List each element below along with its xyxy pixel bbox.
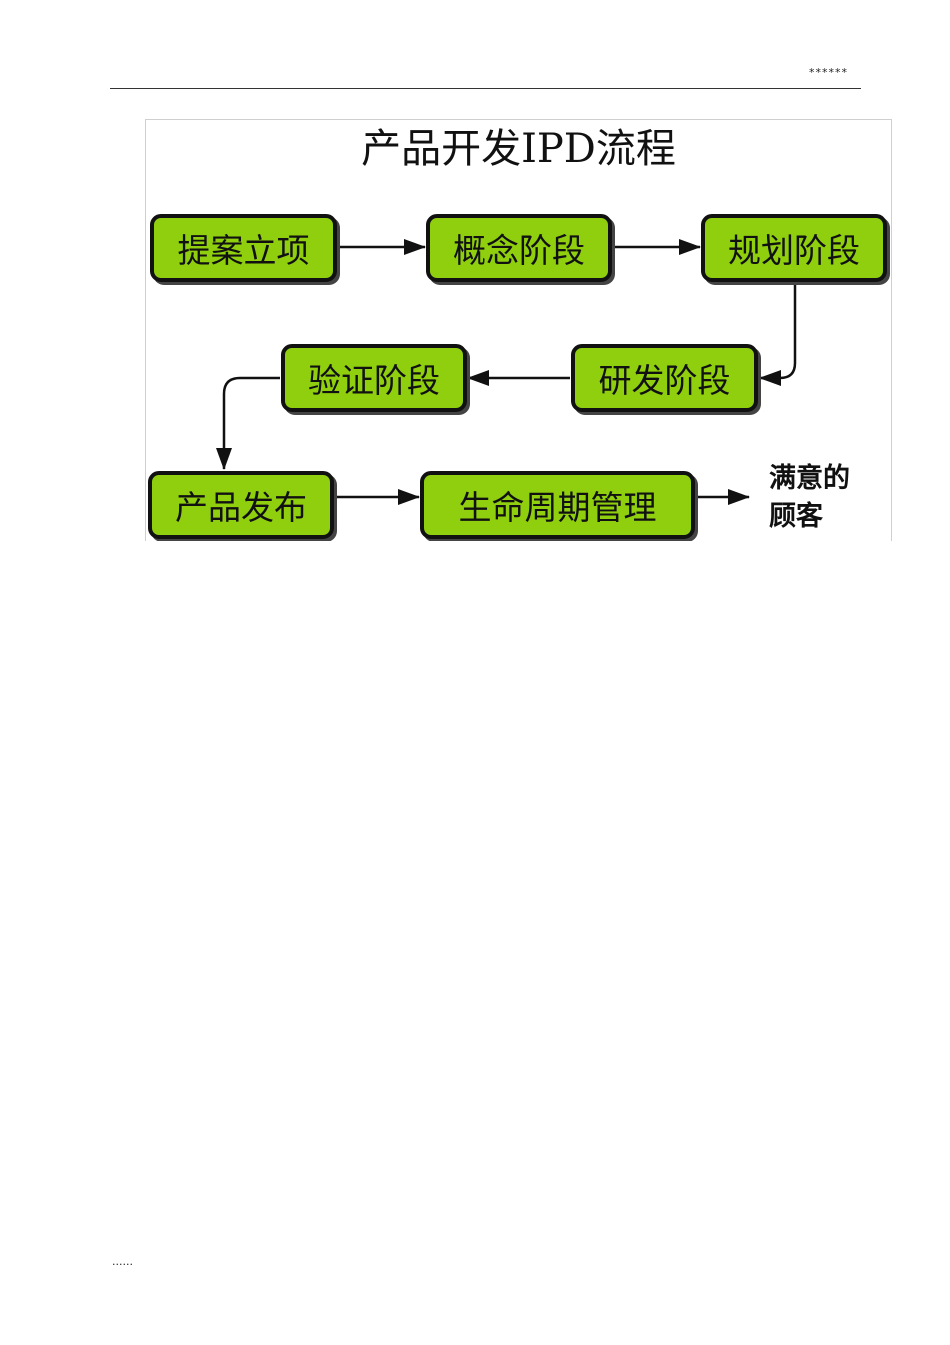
outcome-line-2: 顾客 <box>769 501 823 532</box>
stage-label: 提案立项 <box>177 231 310 270</box>
outcome-satisfied-customer: 满意的 顾客 <box>769 460 879 536</box>
outcome-line-1: 满意的 <box>769 463 850 494</box>
stage-label: 验证阶段 <box>308 361 440 400</box>
stage-label: 规划阶段 <box>728 231 860 270</box>
arrow-planning-to-development <box>759 282 797 386</box>
arrow-verification-to-release <box>216 376 280 470</box>
stage-concept: 概念阶段 <box>426 214 612 282</box>
flow-arrows <box>216 239 797 505</box>
header-mark: ****** <box>809 66 848 79</box>
header-rule <box>110 88 861 89</box>
stage-verification: 验证阶段 <box>281 344 467 412</box>
stage-release: 产品发布 <box>148 471 334 539</box>
ipd-flow-diagram: 产品开发IPD流程 提案立项 概念阶段 规划阶段 研发阶段 验证阶段 产品发布 <box>145 119 892 541</box>
stage-lifecycle: 生命周期管理 <box>420 471 695 539</box>
stage-label: 产品发布 <box>175 488 307 527</box>
stage-label: 生命周期管理 <box>458 488 657 527</box>
stage-development: 研发阶段 <box>571 344 758 412</box>
stage-planning: 规划阶段 <box>701 214 887 282</box>
stage-label: 研发阶段 <box>598 361 731 400</box>
footer-mark: ...... <box>112 1255 133 1268</box>
stage-proposal: 提案立项 <box>150 214 337 282</box>
diagram-title: 产品开发IPD流程 <box>361 126 676 172</box>
stage-label: 概念阶段 <box>453 231 585 270</box>
